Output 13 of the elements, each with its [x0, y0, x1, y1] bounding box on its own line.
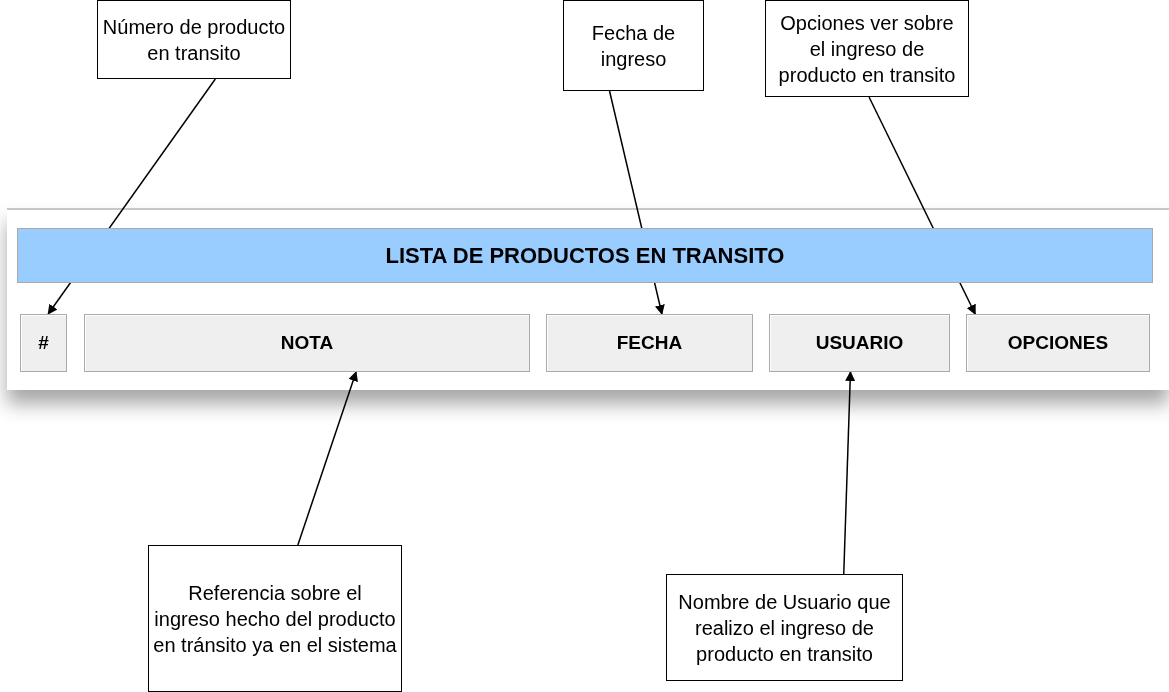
leader-line	[843, 371, 856, 575]
column-header: OPCIONES	[966, 314, 1150, 372]
column-header: FECHA	[546, 314, 753, 372]
column-header: #	[20, 314, 67, 372]
column-header: USUARIO	[769, 314, 950, 372]
callout-box: Fecha de ingreso	[563, 0, 704, 91]
column-header: NOTA	[84, 314, 530, 372]
leader-line	[297, 371, 358, 546]
callout-box: Nombre de Usuario que realizo el ingreso de producto en transito	[666, 574, 903, 681]
callout-box: Número de producto en transito	[97, 0, 291, 79]
callout-box: Referencia sobre el ingreso hecho del producto en tránsito ya en el sistema	[148, 545, 402, 692]
callout-box: Opciones ver sobre el ingreso de producto en transito	[765, 0, 969, 97]
table-title-bar: LISTA DE PRODUCTOS EN TRANSITO	[17, 228, 1153, 283]
